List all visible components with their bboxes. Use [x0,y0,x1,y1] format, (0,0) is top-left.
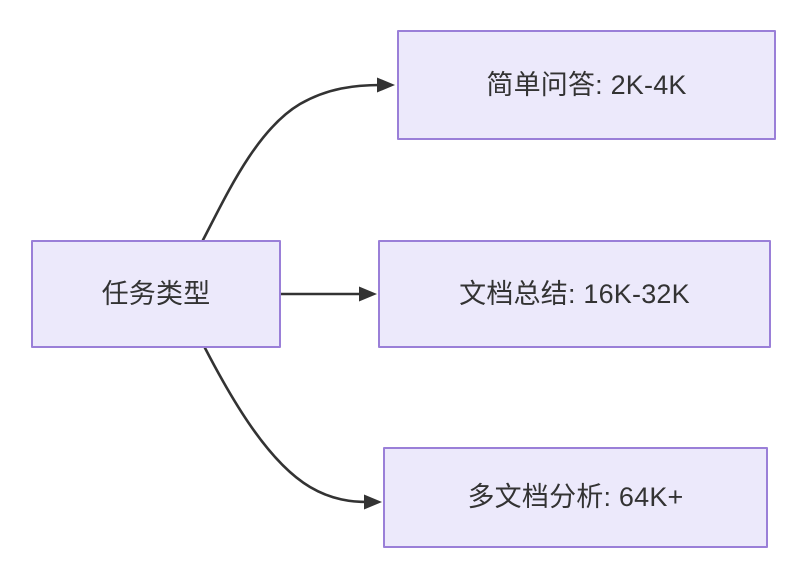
node-task-type[interactable]: 任务类型 [31,240,281,348]
edge-task-type-to-multi-doc[interactable] [203,346,382,510]
node-multi-doc-label: 多文档分析: 64K+ [467,482,684,513]
node-simple-qa[interactable]: 简单问答: 2K-4K [397,30,776,140]
edge-path-simple-qa [201,83,383,242]
node-multi-doc[interactable]: 多文档分析: 64K+ [383,447,768,548]
edge-task-type-to-simple-qa[interactable] [201,77,395,242]
edge-path-multi-doc [203,346,370,504]
node-doc-summary[interactable]: 文档总结: 16K-32K [378,240,771,348]
arrow-head-icon [364,494,382,510]
arrow-head-icon [377,77,395,93]
node-doc-summary-label: 文档总结: 16K-32K [459,278,690,309]
node-task-type-label: 任务类型 [101,278,211,309]
edge-task-type-to-doc-summary[interactable] [279,286,377,302]
node-simple-qa-label: 简单问答: 2K-4K [486,69,687,100]
arrow-head-icon [359,286,377,302]
